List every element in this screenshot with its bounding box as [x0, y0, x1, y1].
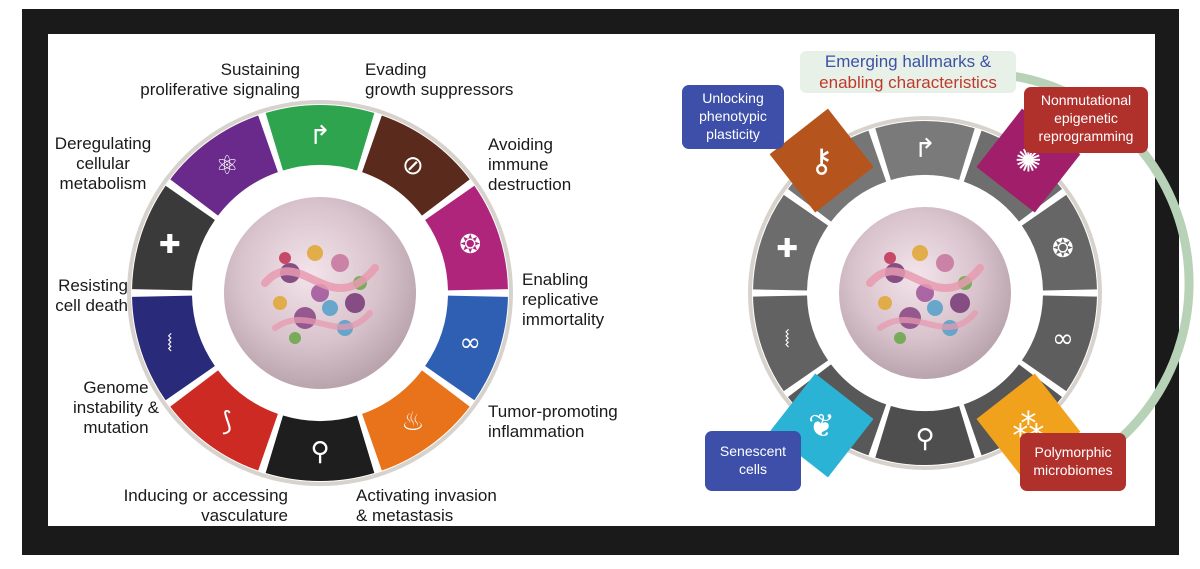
tumor-cell [927, 300, 943, 316]
tumor-vessel [866, 264, 984, 293]
wheel-segment [132, 185, 215, 291]
right-hallmarks-wheel: ↱⊘❂∞♨⚲⟆⧙✚⚛⚷✺❦⁂ [748, 68, 1194, 478]
box-senescent-cells: Senescent cells [705, 431, 801, 491]
tumor-cell [345, 293, 365, 313]
tumor-cell [322, 300, 338, 316]
wheel-segment [753, 295, 829, 392]
emerging-arc [930, 68, 1194, 460]
wheel-segment [753, 194, 829, 291]
leaf-icon: ❦ [808, 406, 835, 444]
wheel-segment [425, 295, 508, 401]
emerging-hallmarks-title: Emerging hallmarks & enabling characteri… [800, 51, 1016, 93]
immune-cell-icon: ❂ [1052, 234, 1074, 264]
tumor-vessel [877, 310, 978, 331]
wheel-segment [875, 121, 975, 181]
wheel-segment [265, 104, 375, 171]
tumor-cell [878, 296, 892, 310]
label-enabling-replicative-immortality: Enabling replicative immortality [522, 270, 605, 329]
tumor-cell [307, 245, 323, 261]
box-nonmutational-epigenetic-reprogramming: Nonmutational epigenetic reprogramming [1024, 87, 1148, 153]
tumor-vessel [272, 310, 373, 331]
wheel-segment [1021, 295, 1097, 392]
wheel-segment [132, 295, 215, 401]
tumor-cell [331, 254, 349, 272]
wheel-segment [362, 115, 470, 216]
emerging-tile-bg [769, 108, 874, 213]
wheel-segment [265, 415, 375, 481]
emerging-tile: ⚷ [769, 108, 874, 213]
atom-icon: ⚛ [215, 151, 238, 181]
wheel-segment [362, 370, 470, 471]
wheel-segment [425, 185, 508, 291]
cross-icon: ✚ [776, 234, 798, 264]
wheel-segment [875, 405, 975, 465]
label-sustaining-proliferative-signaling: Sustaining proliferative signaling [140, 60, 300, 99]
prohibition-icon: ⊘ [402, 151, 424, 181]
infinity-icon: ∞ [459, 328, 481, 358]
left-hallmarks-wheel: ↱ ⊘ ❂ ∞ ♨ ⚲ ⟆ ⧙ ✚ ⚛ [127, 100, 513, 486]
infinity-icon: ∞ [1052, 324, 1074, 354]
wheel-segment [1021, 194, 1097, 291]
tumor-cell [950, 293, 970, 313]
immune-cell-icon: ❂ [459, 230, 481, 260]
tumor-cell [936, 254, 954, 272]
label-activating-invasion-metastasis: Activating invasion & metastasis [356, 486, 497, 525]
label-deregulating-cellular-metabolism: Deregulating cellular metabolism [54, 134, 152, 193]
arrow-turn-icon: ↱ [914, 134, 936, 164]
tumor-cell [884, 252, 896, 264]
label-inducing-vasculature: Inducing or accessing vasculature [123, 486, 288, 525]
cross-icon: ✚ [159, 230, 181, 260]
flame-icon: ♨ [401, 407, 424, 437]
label-genome-instability: Genome instability & mutation [73, 378, 159, 437]
label-avoiding-immune-destruction: Avoiding immune destruction [488, 135, 572, 194]
cell-migration-icon: ⚲ [915, 424, 934, 454]
label-evading-growth-suppressors: Evading growth suppressors [365, 60, 514, 99]
tumor-cell [273, 296, 287, 310]
blood-vessel-icon: ⟆ [222, 407, 232, 437]
dna-icon: ⧙ [167, 328, 172, 358]
box-unlocking-phenotypic-plasticity: Unlocking phenotypic plasticity [682, 85, 784, 149]
tumor-cell [894, 332, 906, 344]
tumor-cell [279, 252, 291, 264]
cell-migration-icon: ⚲ [310, 437, 329, 467]
tumor-cell [912, 245, 928, 261]
label-tumor-promoting-inflammation: Tumor-promoting inflammation [488, 402, 618, 441]
box-polymorphic-microbiomes: Polymorphic microbiomes [1020, 433, 1126, 491]
arrow-turn-icon: ↱ [309, 121, 331, 151]
wheel-segment [170, 370, 278, 471]
tumor-cell [289, 332, 301, 344]
dna-icon: ⧙ [784, 324, 789, 354]
key-icon: ⚷ [810, 142, 833, 180]
label-resisting-cell-death: Resisting cell death [55, 276, 128, 315]
tumor-vessel [261, 264, 379, 293]
wheel-segment [170, 115, 278, 216]
